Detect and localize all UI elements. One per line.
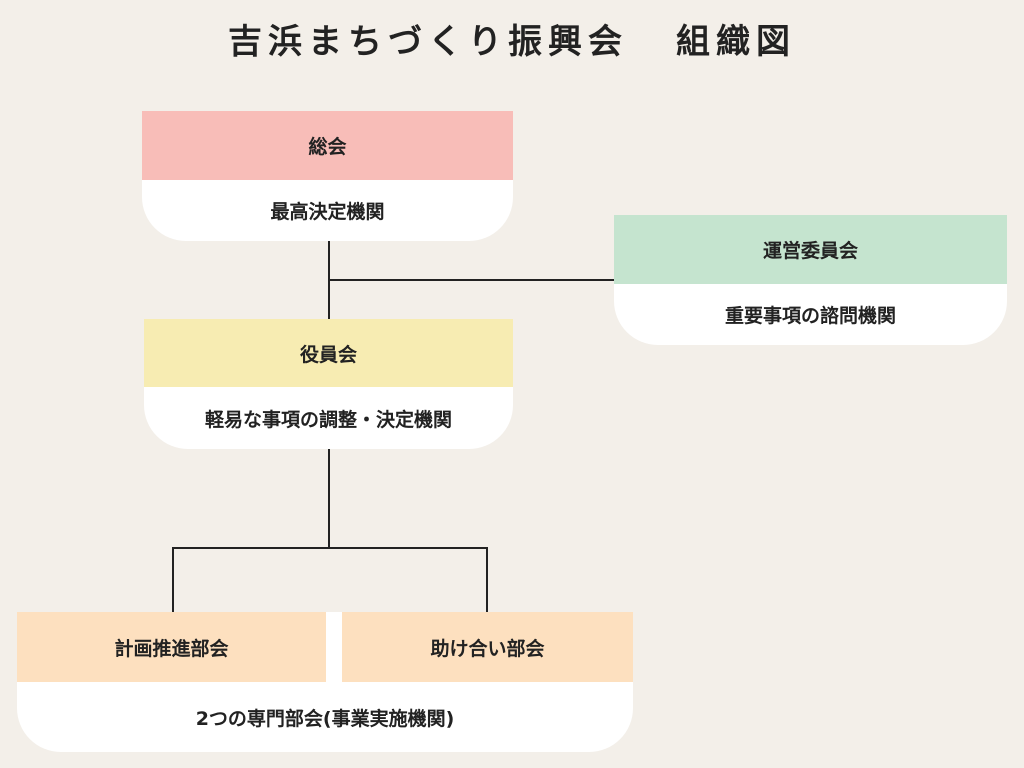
connector-branch-left bbox=[172, 547, 174, 612]
node-bukai: 計画推進部会 助け合い部会 2つの専門部会(事業実施機関) bbox=[17, 612, 633, 752]
node-yakuin-name: 役員会 bbox=[144, 319, 513, 387]
node-soukai-name: 総会 bbox=[142, 111, 513, 180]
node-unei-name: 運営委員会 bbox=[614, 215, 1007, 284]
node-tasukeai-name: 助け合い部会 bbox=[342, 612, 633, 682]
connector-branch-right bbox=[486, 547, 488, 612]
connector-unei bbox=[328, 279, 614, 281]
node-yakuin: 役員会 軽易な事項の調整・決定機関 bbox=[144, 319, 513, 449]
node-soukai: 総会 最高決定機関 bbox=[142, 111, 513, 241]
node-soukai-role: 最高決定機関 bbox=[270, 201, 385, 223]
node-yakuin-role: 軽易な事項の調整・決定機関 bbox=[204, 408, 452, 431]
node-unei: 運営委員会 重要事項の諮問機関 bbox=[614, 215, 1007, 345]
chart-label: 組織図 bbox=[676, 22, 796, 62]
node-bukai-heads: 計画推進部会 助け合い部会 bbox=[17, 612, 633, 682]
connector-yakuin-down bbox=[328, 449, 330, 548]
node-bukai-role: 2つの専門部会(事業実施機関) bbox=[195, 707, 455, 730]
node-keikaku-name: 計画推進部会 bbox=[17, 612, 326, 682]
node-unei-role: 重要事項の諮問機関 bbox=[724, 305, 896, 327]
connector-branch-horizontal bbox=[172, 547, 488, 549]
org-name: 吉浜まちづくり振興会 bbox=[228, 22, 628, 62]
diagram-title: 吉浜まちづくり振興会 組織図 bbox=[0, 14, 1024, 63]
